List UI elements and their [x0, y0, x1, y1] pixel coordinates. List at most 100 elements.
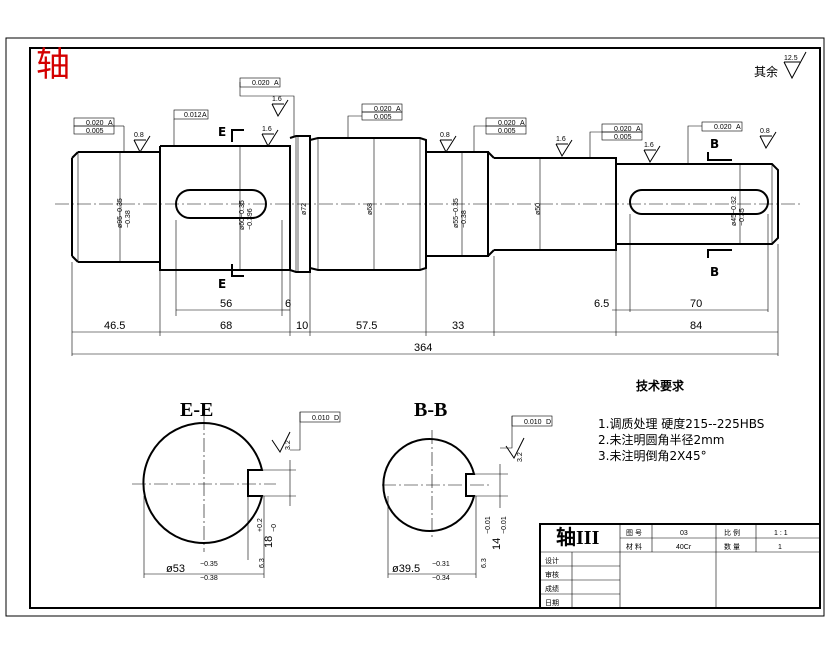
- svg-text:A: A: [274, 80, 279, 87]
- dim-6-5: 6.5: [594, 298, 609, 310]
- title-part: 轴III: [556, 525, 600, 549]
- bb-dia-low: −0.34: [432, 575, 450, 582]
- svg-text:A: A: [202, 112, 207, 119]
- title-scale: 1 : 1: [774, 530, 788, 537]
- shaft-outline: [71, 135, 779, 273]
- dim-46-5: 46.5: [104, 320, 125, 332]
- dia-45-a: ø45−0.32: [731, 196, 738, 226]
- dia-72: ø72: [301, 203, 308, 215]
- bb-tol-datum: D: [546, 419, 551, 426]
- tolerance-frame-5: 0.020 A 0.005: [473, 117, 527, 152]
- svg-text:0.020: 0.020: [374, 106, 392, 113]
- tech-req-title: 技术要求: [636, 378, 685, 393]
- ee-tol-datum: D: [334, 415, 339, 422]
- title-dwg-label: 图 号: [626, 529, 642, 537]
- corner-label: 轴: [36, 45, 70, 85]
- svg-text:0.005: 0.005: [614, 134, 632, 141]
- ee-r63: 6.3: [259, 558, 266, 568]
- svg-text:0.020: 0.020: [498, 120, 516, 127]
- bb-tol-value: 0.010: [524, 419, 542, 426]
- ee-tol-value: 0.010: [312, 415, 330, 422]
- dia-68: ø68: [367, 203, 374, 215]
- dim-57-5: 57.5: [356, 320, 377, 332]
- tolerance-frame-7: 0.020 A: [687, 121, 743, 164]
- svg-text:1.6: 1.6: [262, 126, 272, 133]
- svg-text:E: E: [218, 125, 226, 139]
- svg-text:A: A: [736, 124, 741, 131]
- section-ee-title: E-E: [180, 399, 213, 421]
- tech-req-3: 3.未注明倒角2X45°: [598, 448, 707, 463]
- surface-other-label: 其余: [754, 64, 778, 79]
- svg-text:0.8: 0.8: [440, 132, 450, 139]
- tolerance-frame-3: 0.020 A: [239, 77, 295, 136]
- tech-req-2: 2.未注明圆角半径2mm: [598, 432, 724, 447]
- svg-text:1.6: 1.6: [556, 136, 566, 143]
- ee-dia-low: −0.38: [200, 575, 218, 582]
- svg-text:0.020: 0.020: [252, 80, 270, 87]
- title-qty-label: 数 量: [724, 542, 740, 551]
- svg-text:0.8: 0.8: [134, 132, 144, 139]
- length-dimensions: [71, 214, 779, 356]
- svg-text:E: E: [218, 277, 226, 291]
- svg-text:0.8: 0.8: [760, 128, 770, 135]
- bb-key: 14: [491, 538, 503, 550]
- svg-text:1.6: 1.6: [644, 142, 654, 149]
- dia-55-b: −0.38: [461, 210, 468, 228]
- title-qty: 1: [778, 544, 782, 551]
- svg-text:B: B: [710, 137, 719, 151]
- dia-55-a: ø55−0.35: [453, 198, 460, 228]
- title-mat-label: 材 料: [626, 542, 642, 551]
- bb-r32: 3.2: [517, 452, 524, 462]
- dia-60-b: −0.396: [247, 208, 254, 230]
- svg-text:0.012: 0.012: [184, 112, 202, 119]
- svg-text:0.020: 0.020: [714, 124, 732, 131]
- dia-95-a: ø95−0.35: [117, 198, 124, 228]
- dim-33: 33: [452, 320, 464, 332]
- dia-45-b: −0.35: [739, 208, 746, 226]
- ee-key-low: −0: [271, 524, 278, 532]
- section-ee-view: [132, 411, 341, 578]
- dia-60-a: ø60−0.35: [239, 200, 246, 230]
- diameter-dim-lines: [119, 136, 741, 272]
- roughness-marks: 0.8 1.6 0.8 1.6 1.6 0.8 1.6: [133, 96, 777, 164]
- section-mark-e: E E: [218, 125, 244, 291]
- dia-95-b: −0.38: [125, 210, 132, 228]
- svg-text:A: A: [520, 120, 525, 127]
- svg-text:A: A: [108, 120, 113, 127]
- roughness-symbol-other: 12.5: [783, 51, 807, 80]
- bb-dia: ø39.5: [392, 563, 420, 575]
- dim-56: 56: [220, 298, 232, 310]
- dim-6: 6: [285, 298, 291, 310]
- ee-dia: ø53: [166, 563, 185, 575]
- dim-68: 68: [220, 320, 232, 332]
- svg-text:0.005: 0.005: [498, 128, 516, 135]
- ee-key-up: +0.2: [257, 518, 264, 532]
- keyway-right: [629, 189, 769, 215]
- title-row-date: 日期: [545, 599, 559, 607]
- ee-key: 18: [263, 536, 275, 548]
- bb-key-up: −0.01: [485, 516, 492, 534]
- dim-70: 70: [690, 298, 702, 310]
- svg-text:A: A: [636, 126, 641, 133]
- section-bb-title: B-B: [414, 399, 447, 421]
- dim-10: 10: [296, 320, 308, 332]
- svg-text:B: B: [710, 265, 719, 279]
- tech-req-1: 1.调质处理 硬度215--225HBS: [598, 416, 764, 431]
- title-dwg-no: 03: [680, 530, 688, 537]
- ee-dia-up: −0.35: [200, 561, 218, 568]
- title-row-review: 审核: [545, 570, 559, 579]
- title-material: 40Cr: [676, 544, 692, 551]
- dia-50: ø50: [535, 203, 542, 215]
- keyway-left: [175, 189, 267, 219]
- title-row-score: 成绩: [545, 584, 559, 593]
- title-block: [539, 523, 821, 609]
- dim-84: 84: [690, 320, 702, 332]
- svg-text:0.005: 0.005: [86, 128, 104, 135]
- section-mark-b: B B: [707, 137, 732, 279]
- ee-r32: 3.2: [285, 440, 292, 450]
